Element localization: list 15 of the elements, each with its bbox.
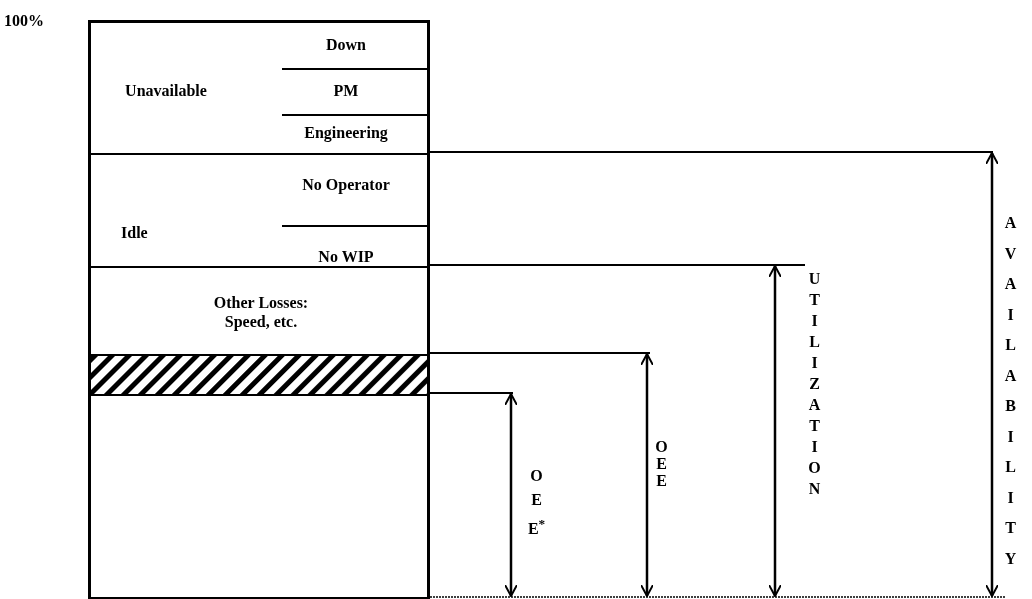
band-label: Unavailable — [125, 81, 207, 101]
vertical-label: AVAILABILITY — [1003, 213, 1018, 569]
category-label: Down — [326, 35, 366, 55]
category-label: PM — [333, 81, 359, 101]
band-label: Other Losses: Speed, etc. — [212, 292, 310, 332]
vertical-label: UTILIZATION — [807, 269, 822, 499]
vertical-label: OEE — [654, 438, 669, 489]
stacked-bar — [88, 20, 430, 599]
category-label: Engineering — [304, 123, 388, 143]
vertical-label: OEE$^{*}$ — [527, 466, 547, 540]
category-label: No WIP — [318, 247, 374, 267]
band-label: Idle — [121, 223, 148, 243]
axis-label: 100% — [4, 12, 44, 30]
hatched-band — [91, 356, 427, 396]
category-label: No Operator — [302, 175, 390, 195]
